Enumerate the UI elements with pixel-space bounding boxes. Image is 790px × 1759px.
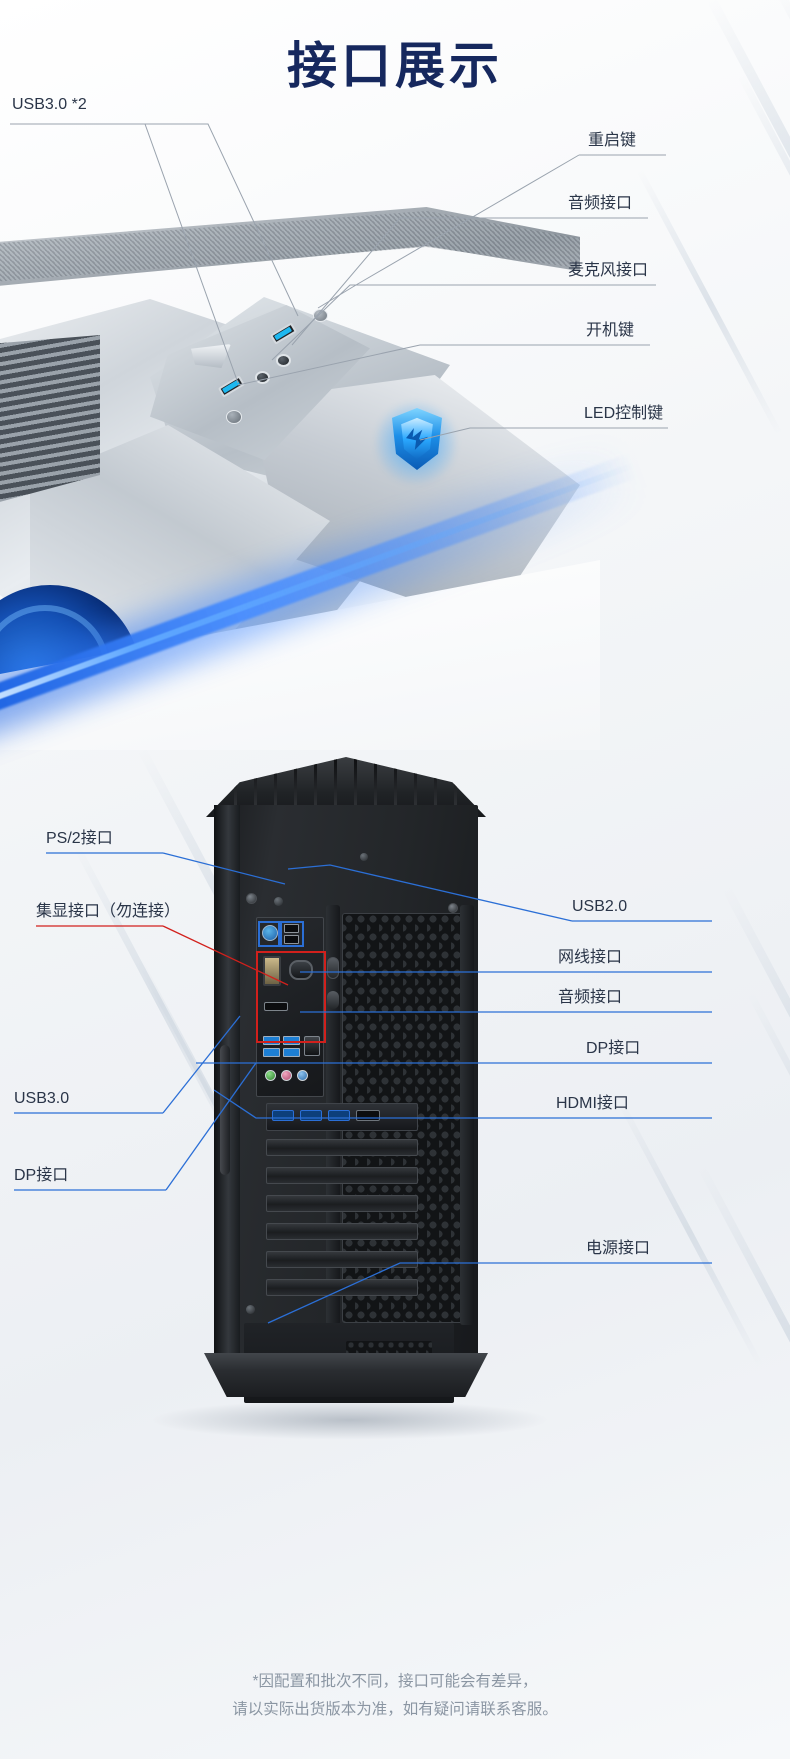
gpu-dp-port-2 [300,1110,322,1121]
expansion-slot-2 [266,1167,418,1184]
label-dp-port-left: DP接口 [14,1167,69,1184]
label-reset-key: 重启键 [588,132,637,149]
label-lan-port: 网线接口 [558,949,623,966]
mesh-right-post [460,905,474,1325]
microphone-jack [255,371,270,384]
gpu-hdmi-port [356,1110,380,1121]
label-audio-port-rear: 音频接口 [558,989,623,1006]
hdmi-port-integrated [264,1002,288,1011]
audio-jack-green [265,1070,276,1081]
rear-panel-tower [196,745,496,1405]
label-microphone-port: 麦克风接口 [568,262,649,279]
usb30-rear-port-3 [283,1036,300,1045]
expansion-slot-5 [266,1251,418,1268]
label-dp-port-right: DP接口 [586,1040,641,1057]
ps2-highlight-box [258,921,280,947]
integrated-gpu-highlight-box [256,951,326,1043]
label-psu-port: 电源接口 [586,1240,651,1257]
power-button[interactable] [226,410,242,424]
disclaimer-note: *因配置和批次不同，接口可能会有差异， 请以实际出货版本为准，如有疑问请联系客服… [0,1668,790,1724]
reset-button[interactable] [313,309,328,322]
disclaimer-line-2: 请以实际出货版本为准，如有疑问请联系客服。 [232,1701,558,1718]
label-usb30-x2: USB3.0 *2 [12,96,87,113]
tower-base-foot [204,1353,488,1397]
expansion-slot-6 [266,1279,418,1296]
thumbscrew-upper[interactable] [327,957,339,979]
chassis-screw-right [448,903,458,913]
expansion-slot-3 [266,1195,418,1212]
label-usb20-port: USB2.0 [572,898,628,915]
chassis-screw-bottom-left [246,1305,255,1314]
tower-floor-shadow [150,1400,550,1440]
label-ps2-port: PS/2接口 [46,830,113,847]
label-usb30-rear: USB3.0 [14,1090,70,1107]
tower-side-handle [220,1045,230,1175]
tower-chassis-body [214,805,478,1403]
chassis-screw-mid [274,897,283,906]
vga-port [289,960,313,980]
gpu-dp-port-3 [328,1110,350,1121]
expansion-slot-1 [266,1139,418,1156]
label-led-control-key: LED控制键 [584,405,664,422]
label-integrated-gpu-port: 集显接口（勿连接） [36,903,181,920]
label-power-key: 开机键 [586,322,635,339]
expansion-slot-4 [266,1223,418,1240]
chassis-screw-top-left [246,893,257,904]
usb30-rear-port-1 [263,1036,280,1045]
usb30-rear-port-4 [283,1048,300,1057]
label-hdmi-port: HDMI接口 [556,1095,629,1112]
disclaimer-line-1: *因配置和批次不同，接口可能会有差异， [252,1673,538,1690]
audio-jack-pink [281,1070,292,1081]
audio-jack [276,354,291,367]
thumbscrew-lower[interactable] [327,991,339,1009]
gpu-dp-port-1 [272,1110,294,1121]
page-title: 接口展示 [287,37,503,95]
usb30-rear-port-2 [263,1048,280,1057]
chassis-screw-upper-center [360,853,368,861]
usb20-highlight-box [280,921,304,947]
label-audio-port-top: 音频接口 [568,195,633,212]
audio-jack-blue [297,1070,308,1081]
